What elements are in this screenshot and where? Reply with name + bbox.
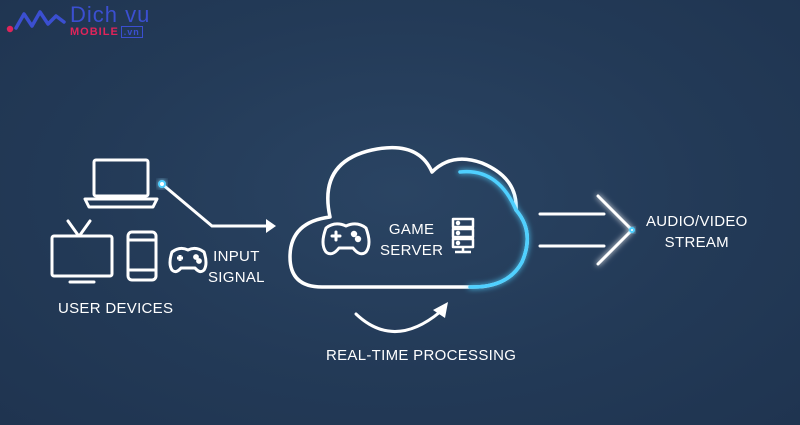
game-server-line2: SERVER	[380, 242, 444, 259]
laptop-icon	[83, 158, 159, 209]
logo-text-bottom: MOBILE.vn	[70, 26, 143, 38]
wave-logo-icon	[6, 10, 66, 33]
realtime-processing-label: REAL-TIME PROCESSING	[326, 347, 517, 364]
game-server-line1: GAME	[388, 221, 435, 238]
server-rack-icon	[451, 217, 475, 254]
game-server-gamepad-icon	[321, 222, 371, 256]
stream-line1: AUDIO/VIDEO	[646, 213, 748, 230]
cloud-shape	[288, 145, 529, 289]
stream-output-arrow	[538, 194, 635, 266]
logo-mobile: MOBILE	[70, 26, 119, 38]
smartphone-icon	[126, 230, 158, 282]
game-server-label: GAME SERVER	[380, 219, 443, 261]
user-devices-label: USER DEVICES	[58, 300, 174, 317]
input-signal-label: INPUT SIGNAL	[208, 246, 265, 288]
stream-label: AUDIO/VIDEO STREAM	[646, 211, 748, 253]
logo-suffix: .vn	[120, 26, 143, 38]
stream-line2: STREAM	[664, 234, 729, 251]
processing-loop-arrow	[354, 302, 448, 333]
tv-icon	[50, 219, 114, 284]
logo-text-top: Dich vu	[70, 2, 151, 27]
input-signal-line2: SIGNAL	[208, 269, 265, 286]
gamepad-icon	[168, 246, 208, 274]
input-signal-line1: INPUT	[213, 248, 260, 265]
input-signal-arrow	[158, 180, 276, 233]
